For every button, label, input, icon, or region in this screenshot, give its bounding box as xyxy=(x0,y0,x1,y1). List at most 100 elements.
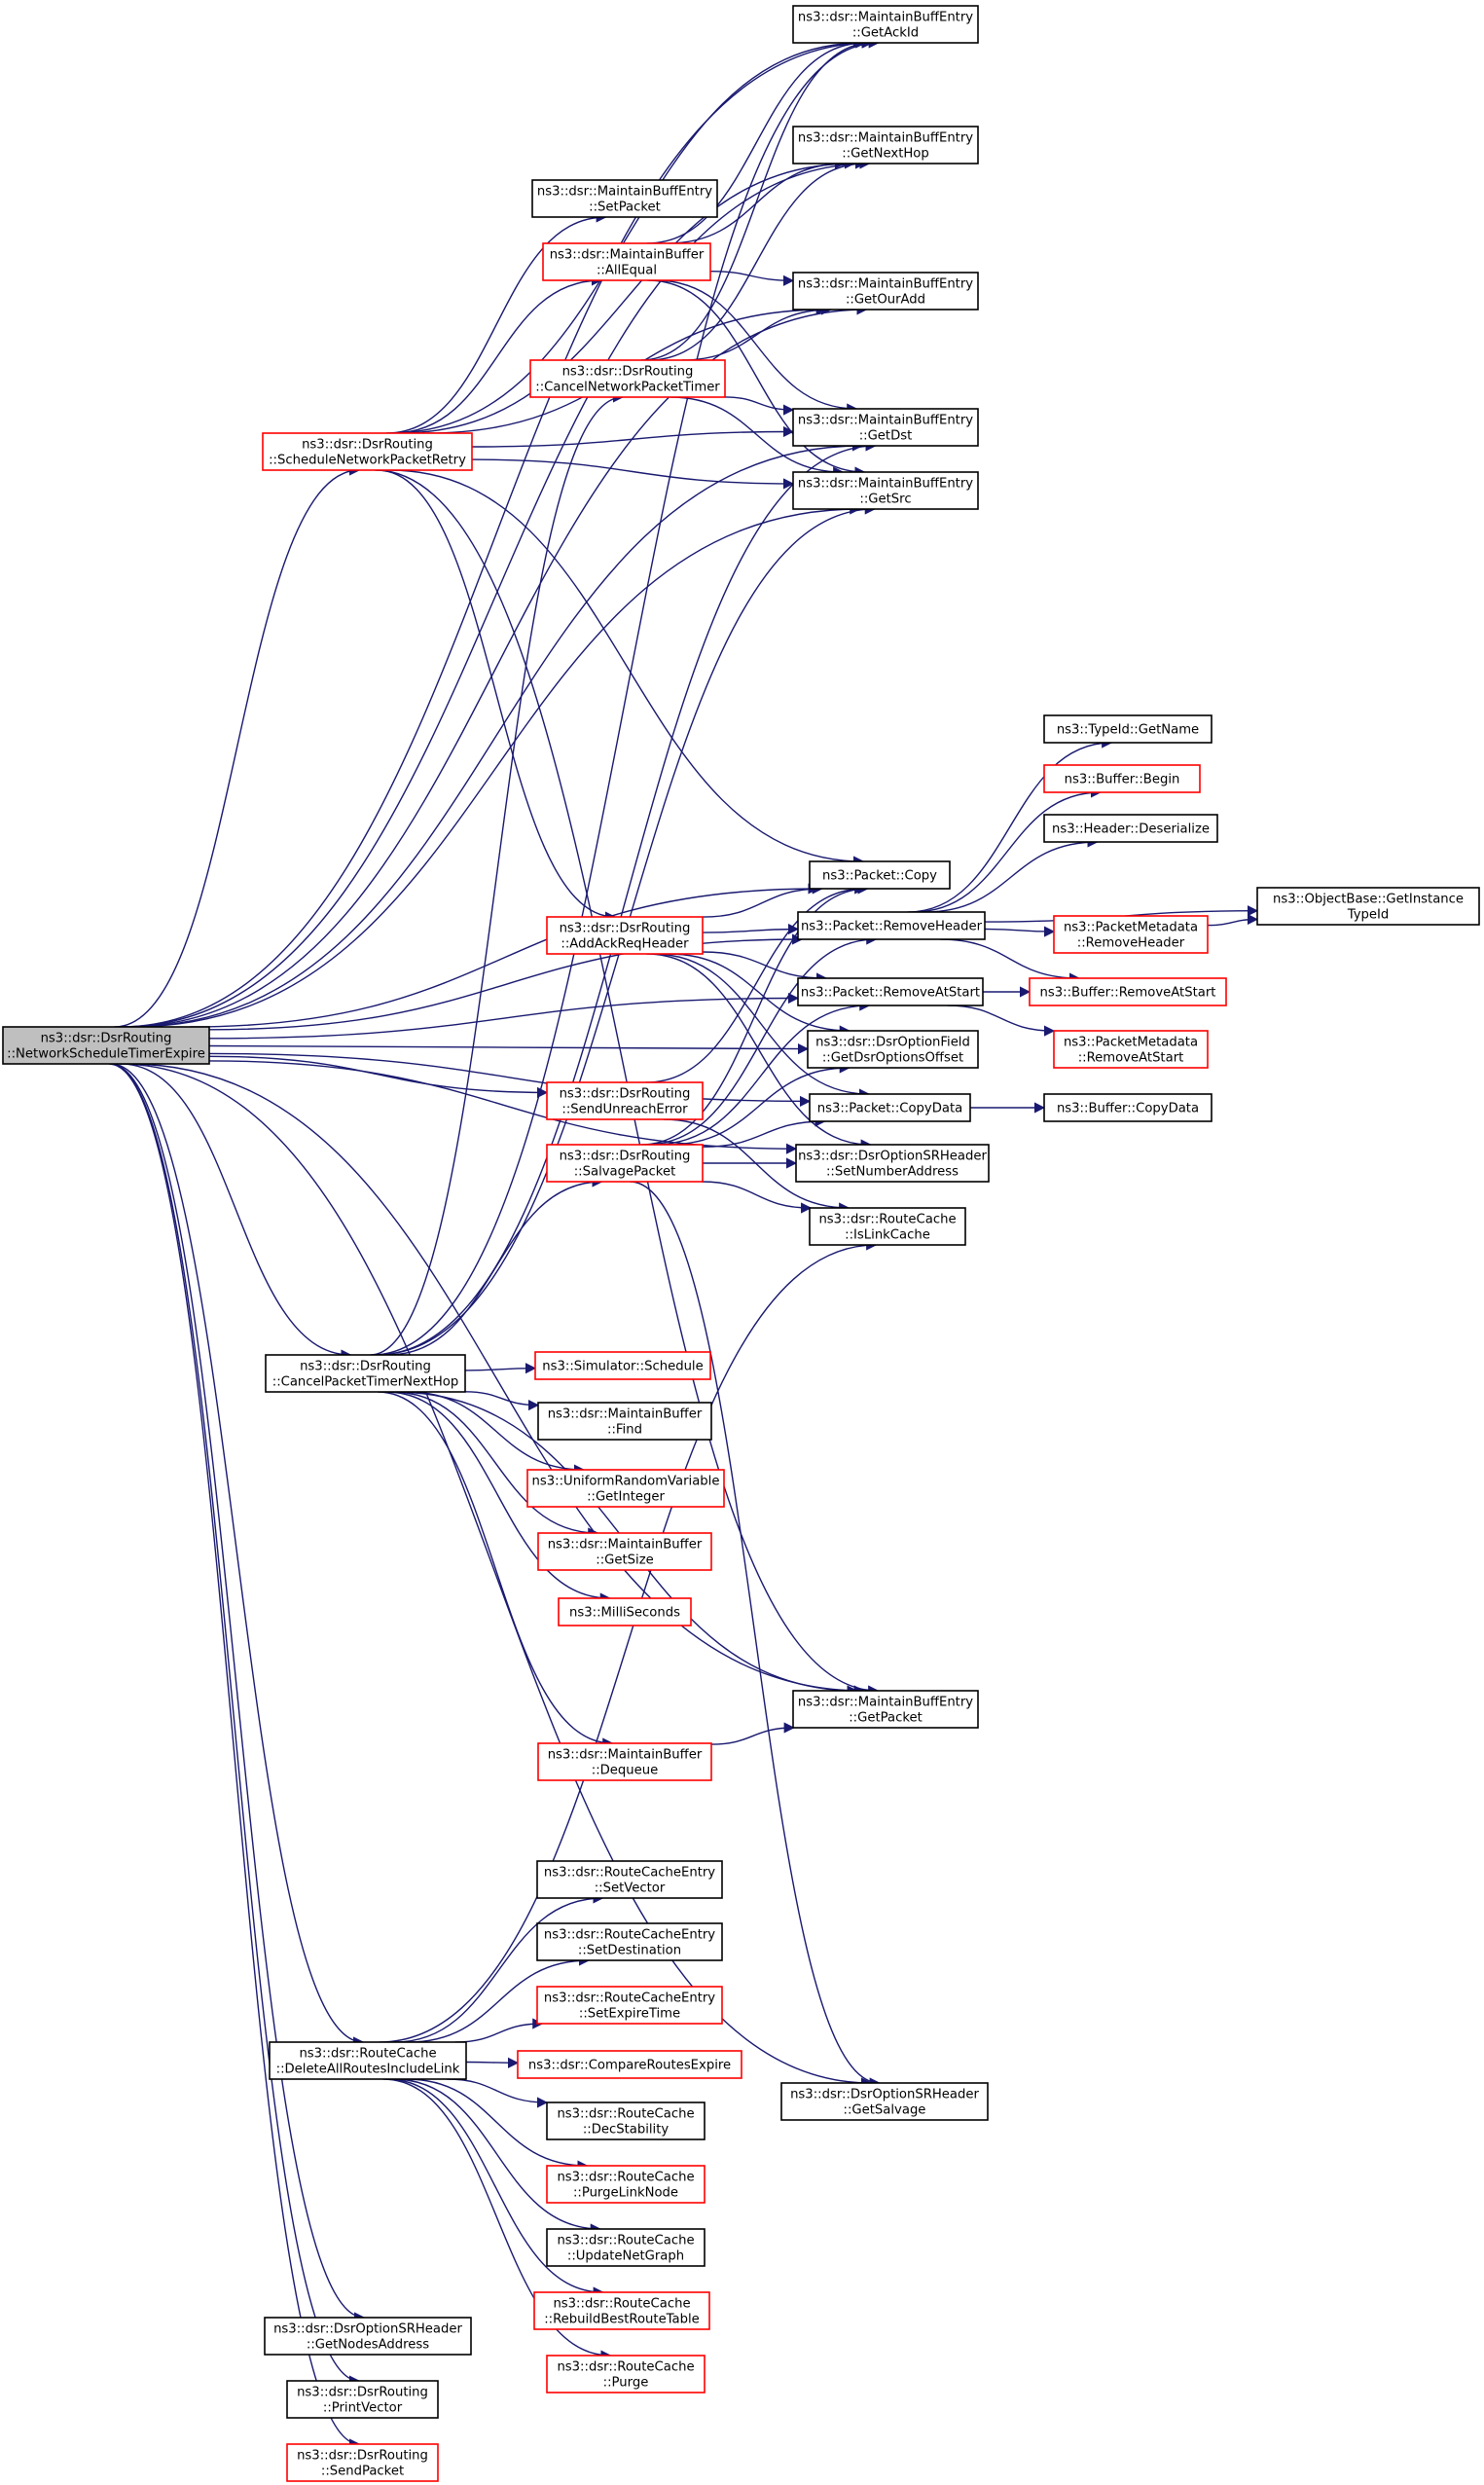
node-label-line: ::SalvagePacket xyxy=(574,1165,676,1180)
node-pmRemoveHeader[interactable]: ns3::PacketMetadata::RemoveHeader xyxy=(1053,915,1209,954)
node-mbGetSize[interactable]: ns3::dsr::MaintainBuffer::GetSize xyxy=(537,1532,712,1571)
node-getPacket[interactable]: ns3::dsr::MaintainBuffEntry::GetPacket xyxy=(792,1690,979,1729)
call-edge-scheduleRetry-to-getSrc xyxy=(471,458,795,490)
node-label-line: ::CancelNetworkPacketTimer xyxy=(535,381,720,395)
node-label-line: ns3::dsr::RouteCache xyxy=(557,2107,694,2122)
call-edge-deleteAllRoutes-to-updateNetGraph xyxy=(393,2078,601,2235)
node-getAckId[interactable]: ns3::dsr::MaintainBuffEntry::GetAckId xyxy=(792,5,979,44)
node-cancelTimerNextHop[interactable]: ns3::dsr::DsrRouting::CancelPacketTimerN… xyxy=(265,1354,466,1393)
node-getSrc[interactable]: ns3::dsr::MaintainBuffEntry::GetSrc xyxy=(792,471,979,510)
node-label-line: ns3::dsr::DsrRouting xyxy=(302,438,433,453)
node-getDst[interactable]: ns3::dsr::MaintainBuffEntry::GetDst xyxy=(792,408,979,447)
call-edge-scheduleRetry-to-getDst xyxy=(471,425,795,448)
node-box xyxy=(517,2050,742,2079)
node-printVector[interactable]: ns3::dsr::DsrRouting::PrintVector xyxy=(286,2380,439,2419)
call-edge-cancelTimerNextHop-to-getAckId xyxy=(372,37,880,1356)
node-label-line: ns3::dsr::MaintainBuffEntry xyxy=(798,477,973,492)
node-box xyxy=(809,1207,966,1246)
node-bufferBegin[interactable]: ns3::Buffer::Begin xyxy=(1043,764,1201,793)
call-edge-packetRemoveHeader-to-bufferRemoveAtStart xyxy=(939,938,1081,984)
node-mbDequeue[interactable]: ns3::dsr::MaintainBuffer::Dequeue xyxy=(537,1742,712,1781)
node-getNodesAddress[interactable]: ns3::dsr::DsrOptionSRHeader::GetNodesAdd… xyxy=(264,2317,472,2356)
call-edge-sendUnreach-to-packetCopy xyxy=(645,883,866,1083)
node-label-line: ns3::dsr::RouteCache xyxy=(557,2360,694,2375)
node-getSalvage[interactable]: ns3::dsr::DsrOptionSRHeader::GetSalvage xyxy=(780,2082,989,2121)
node-box xyxy=(286,2443,439,2482)
node-box xyxy=(537,1742,712,1781)
node-sendUnreach[interactable]: ns3::dsr::DsrRouting::SendUnreachError xyxy=(546,1081,704,1120)
node-box xyxy=(265,1354,466,1393)
node-box xyxy=(526,1469,725,1508)
call-edge-packetRemoveHeader-to-pmRemoveHeader xyxy=(984,926,1056,937)
node-milliSeconds[interactable]: ns3::MilliSeconds xyxy=(558,1597,692,1626)
node-label-line: ::GetAckId xyxy=(852,26,919,41)
node-label-line: ::GetDsrOptionsOffset xyxy=(822,1051,963,1066)
node-box xyxy=(264,2317,472,2356)
node-label-line: ns3::dsr::RouteCacheEntry xyxy=(544,1992,715,2006)
node-packetRemoveAtStart[interactable]: ns3::Packet::RemoveAtStart xyxy=(797,977,984,1006)
call-edge-deleteAllRoutes-to-rceSetVector xyxy=(394,1892,604,2043)
node-getOurAdd[interactable]: ns3::dsr::MaintainBuffEntry::GetOurAdd xyxy=(792,272,979,311)
node-packetCopy[interactable]: ns3::Packet::Copy xyxy=(809,860,951,890)
node-getNextHop[interactable]: ns3::dsr::MaintainBuffEntry::GetNextHop xyxy=(792,126,979,164)
call-edge-deleteAllRoutes-to-rceSetExpireTime xyxy=(454,2018,544,2043)
node-packetCopyData[interactable]: ns3::Packet::CopyData xyxy=(809,1093,971,1122)
call-edge-root-to-cancelTimerNextHop xyxy=(120,1063,352,1361)
node-cancelNetwork[interactable]: ns3::dsr::DsrRouting::CancelNetworkPacke… xyxy=(529,359,726,398)
node-label-line: ::SendUnreachError xyxy=(561,1103,688,1117)
node-mbFind[interactable]: ns3::dsr::MaintainBuffer::Find xyxy=(537,1402,712,1441)
node-headerDeserialize[interactable]: ns3::Header::Deserialize xyxy=(1043,814,1218,843)
node-rceSetExpireTime[interactable]: ns3::dsr::RouteCacheEntry::SetExpireTime xyxy=(536,1986,723,2025)
call-edge-allEqual-to-getAckId xyxy=(646,37,867,244)
node-decStability[interactable]: ns3::dsr::RouteCache::DecStability xyxy=(546,2101,706,2140)
call-edge-scheduleRetry-to-getAckId xyxy=(389,37,865,434)
node-box xyxy=(1043,814,1218,843)
node-setNumberAddress[interactable]: ns3::dsr::DsrOptionSRHeader::SetNumberAd… xyxy=(795,1144,990,1183)
call-edge-root-to-packetCopy xyxy=(190,883,819,1028)
node-rebuildBest[interactable]: ns3::dsr::RouteCache::RebuildBestRouteTa… xyxy=(533,2291,710,2330)
node-label-line: ::AddAckReqHeader xyxy=(561,937,689,952)
node-rcPurge[interactable]: ns3::dsr::RouteCache::Purge xyxy=(546,2355,706,2394)
call-edge-scheduleRetry-to-allEqual xyxy=(392,274,603,434)
node-rceSetDestination[interactable]: ns3::dsr::RouteCacheEntry::SetDestinatio… xyxy=(536,1922,723,1961)
call-edge-root-to-getNextHop xyxy=(122,158,871,1028)
node-scheduleRetry[interactable]: ns3::dsr::DsrRouting::ScheduleNetworkPac… xyxy=(262,432,473,471)
node-deleteAllRoutes[interactable]: ns3::dsr::RouteCache::DeleteAllRoutesInc… xyxy=(269,2041,467,2080)
node-label-line: ns3::Packet::Copy xyxy=(822,869,937,884)
node-box xyxy=(531,179,718,218)
node-rceSetVector[interactable]: ns3::dsr::RouteCacheEntry::SetVector xyxy=(536,1860,723,1899)
node-label-line: ns3::dsr::RouteCache xyxy=(557,2234,694,2248)
node-purgeLinkNode[interactable]: ns3::dsr::RouteCache::PurgeLinkNode xyxy=(546,2165,706,2204)
node-packetRemoveHeader[interactable]: ns3::Packet::RemoveHeader xyxy=(797,911,986,940)
node-allEqual[interactable]: ns3::dsr::MaintainBuffer::AllEqual xyxy=(542,242,711,281)
node-label-line: ns3::dsr::DsrRouting xyxy=(41,1032,172,1046)
node-compareRoutes[interactable]: ns3::dsr::CompareRoutesExpire xyxy=(517,2050,742,2079)
node-box xyxy=(262,432,473,471)
node-simSchedule[interactable]: ns3::Simulator::Schedule xyxy=(534,1351,711,1380)
node-getDsrOptionsOffset[interactable]: ns3::dsr::DsrOptionField::GetDsrOptionsO… xyxy=(807,1030,979,1069)
node-addAckReq[interactable]: ns3::dsr::DsrRouting::AddAckReqHeader xyxy=(546,916,704,955)
node-pmRemoveAtStart[interactable]: ns3::PacketMetadata::RemoveAtStart xyxy=(1053,1030,1209,1069)
node-box xyxy=(534,1351,711,1380)
node-label-line: ::RemoveHeader xyxy=(1077,936,1185,951)
node-sendPacket[interactable]: ns3::dsr::DsrRouting::SendPacket xyxy=(286,2443,439,2482)
call-edge-allEqual-to-getOurAdd xyxy=(709,271,795,286)
node-label-line: ::GetSalvage xyxy=(844,2103,926,2118)
node-bufferRemoveAtStart[interactable]: ns3::Buffer::RemoveAtStart xyxy=(1029,977,1227,1006)
node-label-line: ns3::Simulator::Schedule xyxy=(542,1360,703,1374)
node-label-line: ::GetPacket xyxy=(849,1711,923,1726)
call-edge-cancelTimerNextHop-to-cancelNetwork xyxy=(370,391,625,1356)
node-updateNetGraph[interactable]: ns3::dsr::RouteCache::UpdateNetGraph xyxy=(546,2228,706,2267)
node-setPacket[interactable]: ns3::dsr::MaintainBuffEntry::SetPacket xyxy=(531,179,718,218)
node-typeIdGetName[interactable]: ns3::TypeId::GetName xyxy=(1043,714,1213,744)
node-label-line: ns3::dsr::RouteCacheEntry xyxy=(544,1928,715,1943)
node-salvagePacket[interactable]: ns3::dsr::DsrRouting::SalvagePacket xyxy=(546,1144,704,1183)
call-edge-root-to-scheduleRetry xyxy=(114,464,361,1028)
node-bufferCopyData[interactable]: ns3::Buffer::CopyData xyxy=(1043,1093,1213,1122)
node-uniformGetInteger[interactable]: ns3::UniformRandomVariable::GetInteger xyxy=(526,1469,725,1508)
node-label-line: ns3::dsr::MaintainBuffEntry xyxy=(798,11,973,25)
node-isLinkCache[interactable]: ns3::dsr::RouteCache::IsLinkCache xyxy=(809,1207,966,1246)
call-edge-root-to-getSalvage xyxy=(119,1063,873,2089)
node-box xyxy=(546,2101,706,2140)
